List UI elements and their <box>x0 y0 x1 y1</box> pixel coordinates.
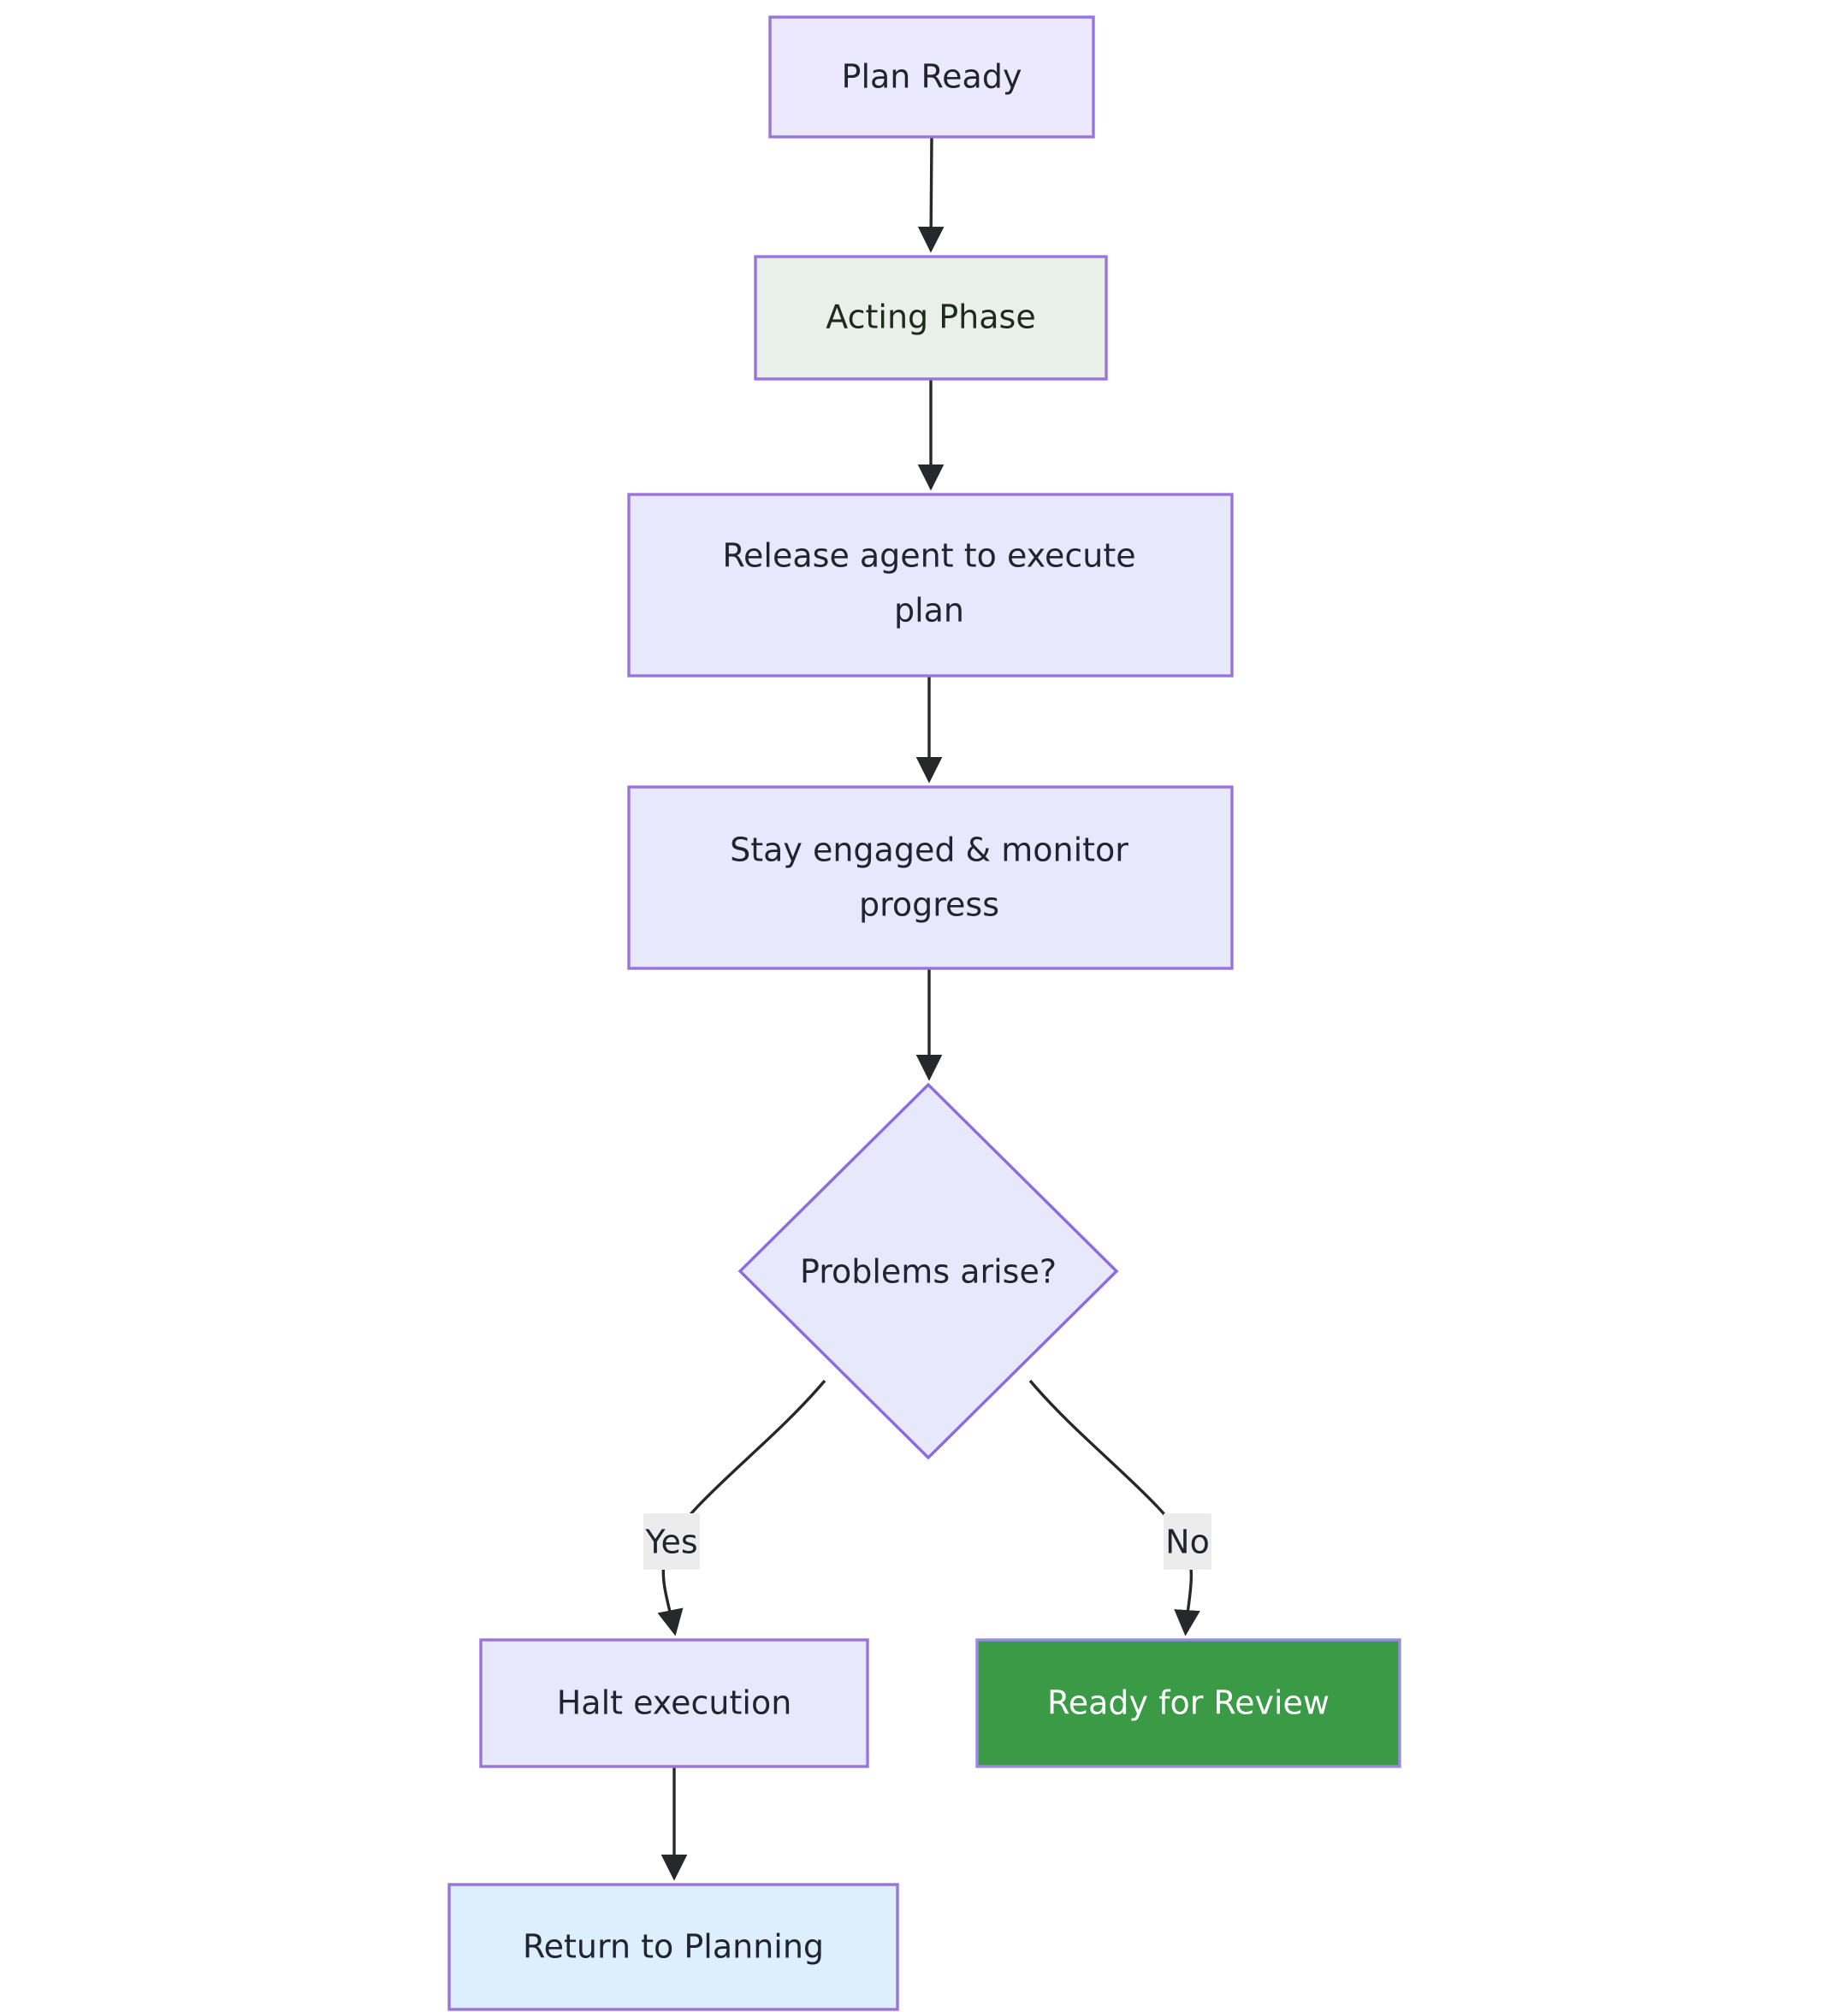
node-ready-for-review-shape[interactable] <box>975 1638 1401 1768</box>
edge-label-yes: Yes <box>643 1513 700 1570</box>
node-release-agent-label-line1: Release agent to execute <box>722 537 1135 575</box>
node-problems-arise-shape[interactable] <box>737 1082 1119 1460</box>
edge-problems-arise-no-to-ready-for-review <box>1028 1379 1200 1636</box>
node-plan-ready-label: Plan Ready <box>842 58 1022 96</box>
node-monitor-progress-label-line2: progress <box>859 886 999 924</box>
edge-problems-arise-yes-to-halt-execution <box>657 1379 826 1636</box>
node-ready-for-review-label: Ready for Review <box>1047 1684 1330 1722</box>
node-problems-arise[interactable]: Problems arise? <box>737 1082 1119 1460</box>
node-plan-ready[interactable]: Plan Ready <box>768 15 1095 139</box>
node-acting-phase-shape[interactable] <box>754 255 1108 381</box>
edge-label-no: No <box>1164 1513 1211 1570</box>
node-ready-for-review[interactable]: Ready for Review <box>975 1638 1401 1768</box>
edge-label-yes-background <box>643 1513 700 1570</box>
node-halt-execution[interactable]: Halt execution <box>479 1638 869 1768</box>
edge-plan-ready-to-acting-phase <box>917 136 945 253</box>
node-monitor-progress-shape[interactable] <box>627 785 1234 970</box>
node-return-to-planning-label: Return to Planning <box>523 1928 824 1966</box>
node-release-agent-shape[interactable] <box>627 493 1234 678</box>
node-problems-arise-label: Problems arise? <box>800 1253 1057 1291</box>
node-plan-ready-shape[interactable] <box>768 15 1095 139</box>
node-acting-phase-label: Acting Phase <box>826 299 1035 336</box>
node-return-to-planning[interactable]: Return to Planning <box>447 1883 899 2011</box>
node-monitor-progress[interactable]: Stay engaged & monitor progress <box>627 785 1234 970</box>
edge-label-yes-text: Yes <box>644 1524 697 1561</box>
node-monitor-progress-label-line1: Stay engaged & monitor <box>730 831 1128 869</box>
node-release-agent-label-line2: plan <box>894 592 964 630</box>
node-acting-phase[interactable]: Acting Phase <box>754 255 1108 381</box>
edge-label-no-text: No <box>1165 1524 1210 1561</box>
edge-label-no-background <box>1164 1513 1211 1570</box>
node-release-agent[interactable]: Release agent to execute plan <box>627 493 1234 678</box>
node-halt-execution-shape[interactable] <box>479 1638 869 1768</box>
edge-group <box>657 136 1200 1881</box>
node-return-to-planning-shape[interactable] <box>447 1883 899 2011</box>
node-halt-execution-label: Halt execution <box>557 1684 792 1722</box>
